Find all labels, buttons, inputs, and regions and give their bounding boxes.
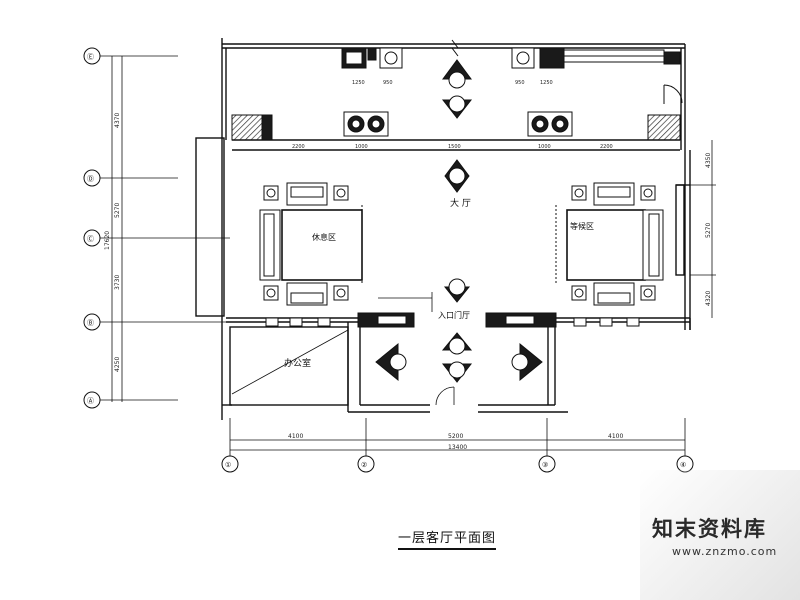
svg-text:2200: 2200 <box>292 144 305 150</box>
svg-text:1000: 1000 <box>355 144 368 150</box>
svg-text:950: 950 <box>515 80 525 86</box>
dim-bottom-1: 4100 <box>288 433 303 440</box>
columns <box>231 114 681 141</box>
axis-bubbles-left <box>83 47 101 409</box>
axis-label-h-2: Ⓓ <box>87 175 94 183</box>
dim-left-1: 4370 <box>114 113 121 128</box>
room-label-rest-right: 等候区 <box>570 221 594 231</box>
axis-label-h-4: Ⓑ <box>87 319 94 327</box>
dim-bottom-total: 13400 <box>448 444 467 451</box>
axis-bubbles-bottom <box>221 455 694 473</box>
room-label-office: 办公室 <box>284 357 311 369</box>
dim-left-4: 4250 <box>114 357 121 372</box>
room-label-entrance: 入口门厅 <box>438 310 470 320</box>
left-dimension-lines <box>100 55 230 402</box>
exterior-walls <box>195 38 691 420</box>
svg-text:1250: 1250 <box>540 80 553 86</box>
top-equipment <box>341 47 683 137</box>
right-dimension-lines <box>690 140 716 318</box>
axis-label-v-2: ② <box>361 461 367 469</box>
room-label-hall: 大 厅 <box>450 197 471 209</box>
axis-label-v-1: ① <box>225 461 231 469</box>
watermark-url: www.znzmo.com <box>672 545 778 558</box>
dim-bottom-2: 5200 <box>448 433 463 440</box>
dim-right-3: 4320 <box>705 291 712 306</box>
watermark-name: 知末资料库 <box>652 517 767 541</box>
drawing-title: 一层客厅平面图 <box>398 527 497 550</box>
dim-right-2: 5270 <box>705 223 712 238</box>
svg-text:950: 950 <box>383 80 393 86</box>
dim-left-3: 3730 <box>114 275 121 290</box>
dim-right-1: 4350 <box>705 153 712 168</box>
axis-label-h-5: Ⓐ <box>87 397 94 405</box>
axis-label-h-1: Ⓔ <box>87 53 94 61</box>
dim-left-2: 5270 <box>114 203 121 218</box>
watermark-panel <box>640 470 800 600</box>
svg-text:1000: 1000 <box>538 144 551 150</box>
svg-text:2200: 2200 <box>600 144 613 150</box>
bottom-dimension-lines <box>229 418 686 462</box>
right-lounge-furniture <box>555 182 664 306</box>
axis-label-v-4: ④ <box>680 461 686 469</box>
entrance-walls <box>231 292 640 406</box>
axis-label-v-3: ③ <box>542 461 548 469</box>
room-label-rest-left: 休息区 <box>312 232 336 242</box>
dim-left-total: 17620 <box>104 231 111 250</box>
svg-text:1500: 1500 <box>448 144 461 150</box>
axis-label-h-3: Ⓒ <box>87 235 94 243</box>
dim-bottom-3: 4100 <box>608 433 623 440</box>
svg-text:1250: 1250 <box>352 80 365 86</box>
left-lounge-furniture <box>259 182 363 306</box>
